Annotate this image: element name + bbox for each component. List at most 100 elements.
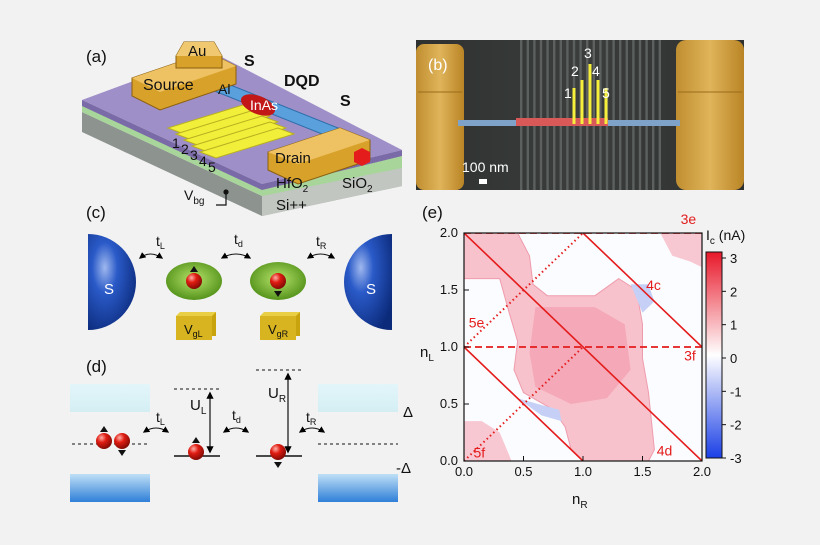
- annotation-4d: 4d: [657, 442, 673, 458]
- label-delta: Δ: [403, 404, 413, 421]
- y-tick-label: 1.5: [440, 282, 458, 297]
- left-dot-electron: [188, 444, 204, 460]
- left-lower-band: [70, 474, 150, 502]
- tr-coupling-arrow: [298, 426, 326, 433]
- colorbar: [705, 251, 723, 459]
- panel-e-label: (e): [422, 203, 443, 222]
- x-axis-label: nR: [572, 491, 588, 511]
- colorbar-tick-label: 1: [730, 318, 737, 333]
- substrate-front: [262, 168, 402, 216]
- sem-gate-stripe: [612, 40, 615, 190]
- colorbar-tick-label: -2: [730, 418, 742, 433]
- gate-number: 4: [199, 153, 207, 169]
- spin-down-arrow-icon: [118, 450, 126, 456]
- panel-b-label: (b): [428, 57, 448, 74]
- panel-b-sem-image: 3 2 4 1 5 (b) 100 nm: [416, 40, 744, 190]
- y-axis-label: nL: [420, 344, 434, 364]
- sem-scalebar-label: 100 nm: [462, 159, 509, 175]
- y-tick-label: 0.0: [440, 453, 458, 468]
- spin-up-arrow-icon: [100, 426, 108, 432]
- sem-gate-stripe: [599, 40, 602, 190]
- colorbar-tick-label: 2: [730, 284, 737, 299]
- label-s-right-sphere: S: [366, 281, 376, 298]
- annotation-4c: 4c: [646, 277, 661, 293]
- colorbar-tick-label: -3: [730, 451, 742, 466]
- label-s-right: S: [340, 93, 351, 110]
- colorbar-tick-label: 3: [730, 251, 737, 266]
- panel-c-dqd-model: (c) S S tL td tR VgL VgR: [86, 203, 392, 340]
- positive-corner-region: [464, 421, 512, 461]
- right-lower-band: [318, 474, 398, 502]
- sem-gate-stripe: [586, 40, 589, 190]
- colorbar-tick-label: 0: [730, 351, 737, 366]
- spin-up-arrow-icon: [190, 266, 198, 272]
- label-inas: InAs: [250, 97, 278, 113]
- cooper-pair-electron: [114, 433, 130, 449]
- label-vgl: VgL: [184, 322, 203, 339]
- gate-number: 1: [172, 135, 180, 151]
- y-tick-label: 1.0: [440, 339, 458, 354]
- right-dot-electron: [270, 273, 286, 289]
- spin-down-arrow-icon: [274, 291, 282, 297]
- label-td: td: [234, 231, 243, 249]
- annotation-3f: 3f: [684, 348, 696, 364]
- right-upper-band: [318, 384, 398, 412]
- label-si: Si++: [276, 197, 307, 214]
- tl-coupling-arrow: [138, 252, 164, 259]
- backgate-terminal: [223, 189, 229, 195]
- positive-current-core: [529, 307, 631, 404]
- dotted-line-5f: [464, 346, 584, 461]
- gate-number: 5: [208, 159, 216, 175]
- left-upper-band: [70, 384, 150, 412]
- sem-scalebar: [479, 179, 487, 184]
- label-au: Au: [188, 43, 206, 60]
- drain-contact-dot: [354, 148, 370, 166]
- colorbar-tick-label: -1: [730, 384, 742, 399]
- sem-gate-stripe: [658, 40, 661, 190]
- sem-inas-segment: [516, 118, 608, 126]
- sem-right-pad: [676, 40, 744, 190]
- td-coupling-arrow: [222, 426, 250, 433]
- panel-a-device-schematic: (a) Au S Sour: [82, 41, 402, 216]
- label-drain: Drain: [275, 150, 311, 167]
- cooper-pair-electron: [96, 433, 112, 449]
- left-dot-electron: [186, 273, 202, 289]
- label-vgr: VgR: [268, 322, 289, 339]
- sem-gate-number-2: 2: [571, 63, 579, 79]
- sem-gate-number-1: 1: [564, 85, 572, 101]
- positive-corner-region: [660, 233, 702, 268]
- panel-d-label: (d): [86, 357, 107, 376]
- negative-current-region: [630, 284, 655, 313]
- label-source: Source: [143, 77, 194, 94]
- x-tick-label: 0.0: [455, 464, 473, 479]
- label-s-left-sphere: S: [104, 281, 114, 298]
- sem-gate-stripe: [559, 40, 562, 190]
- sem-gate-number-4: 4: [592, 63, 600, 79]
- sem-yellow-gates: [572, 64, 608, 124]
- label-tr: tR: [316, 233, 327, 251]
- solid-line-4c: [582, 233, 702, 348]
- x-tick-label: 1.0: [574, 464, 592, 479]
- sem-gate-stripe: [526, 40, 529, 190]
- annotation-3e: 3e: [681, 211, 697, 227]
- sem-gate-stripe: [645, 40, 648, 190]
- x-tick-label: 0.5: [514, 464, 532, 479]
- x-tick-label: 1.5: [633, 464, 651, 479]
- sem-gate-number-3: 3: [584, 45, 592, 61]
- sem-gate-number-5: 5: [602, 85, 610, 101]
- sem-gate-stripe: [520, 40, 523, 190]
- sem-gate-stripe: [566, 40, 569, 190]
- gate-electrodes: [166, 103, 296, 159]
- negative-current-region: [517, 398, 562, 422]
- sem-gate-stripe: [539, 40, 543, 190]
- label-tr: tR: [306, 409, 317, 427]
- label-td: td: [232, 407, 241, 425]
- label-s-top: S: [244, 53, 255, 70]
- x-tick-label: 2.0: [693, 464, 711, 479]
- left-superconductor-sphere: [88, 234, 136, 330]
- gate-number: 3: [190, 147, 198, 163]
- solid-line-4d: [464, 233, 702, 461]
- right-superconductor-sphere: [344, 234, 392, 330]
- sem-gate-stripe: [625, 40, 628, 190]
- right-dot-electron: [270, 444, 286, 460]
